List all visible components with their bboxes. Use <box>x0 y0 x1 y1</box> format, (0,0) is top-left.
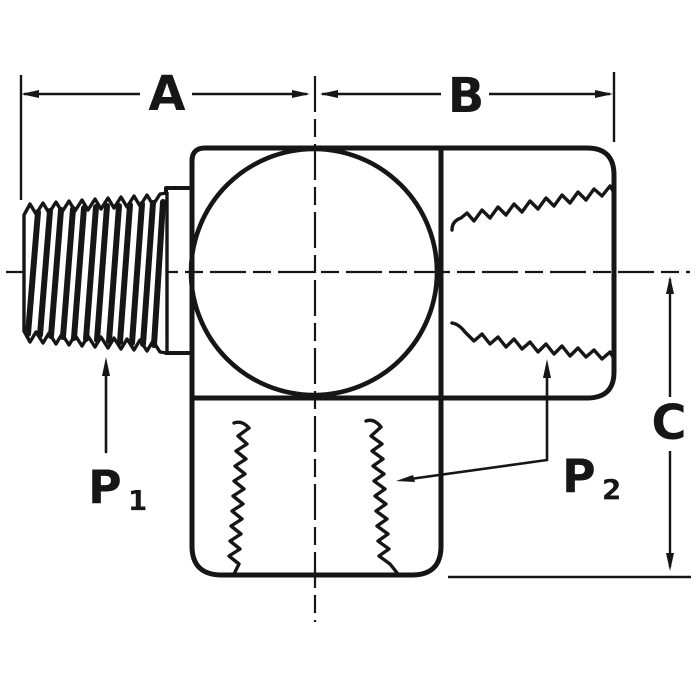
fitting-body <box>164 145 617 578</box>
port2-arrow-left <box>396 475 415 482</box>
dimension-c: C <box>448 276 691 579</box>
body-outline <box>189 145 617 549</box>
bottom-port-right-thread-mark <box>364 418 400 576</box>
port1-label: P 1 <box>88 460 147 517</box>
port1-label-base: P <box>88 460 122 514</box>
bore-circle <box>188 146 440 398</box>
dim-b-arrow-right <box>595 90 613 98</box>
port2-callout: P 2 <box>396 359 621 506</box>
dim-c-arrow-up <box>666 276 674 294</box>
port2-label: P 2 <box>562 449 621 506</box>
thread-shoulder <box>164 186 194 355</box>
bottom-port-left-thread-mark <box>227 420 251 576</box>
dim-a-arrow-left <box>21 90 39 98</box>
dim-b-arrow-left <box>320 90 338 98</box>
port2-label-subscript: 2 <box>602 473 621 506</box>
branch-outline <box>189 145 444 578</box>
port2-label-base: P <box>562 449 596 503</box>
dim-b-label: B <box>448 68 485 124</box>
dim-c-label: C <box>651 395 686 451</box>
port2-leader-diagonal <box>401 458 549 482</box>
dimension-a: A <box>19 66 310 200</box>
port1-callout: P 1 <box>88 357 147 517</box>
male-thread <box>22 191 169 355</box>
port1-arrow-up <box>102 357 110 376</box>
dimension-b: B <box>320 68 616 142</box>
right-port-lower-thread-mark <box>450 321 615 361</box>
internal-thread-marks <box>227 184 615 576</box>
dim-c-arrow-down <box>666 553 674 571</box>
port2-arrow-up <box>543 359 551 378</box>
thread-hatch-lines <box>25 199 166 348</box>
dim-a-arrow-right <box>292 90 310 98</box>
port1-label-subscript: 1 <box>128 484 147 517</box>
dim-a-label: A <box>148 66 185 122</box>
right-port-upper-thread-mark <box>450 184 615 232</box>
